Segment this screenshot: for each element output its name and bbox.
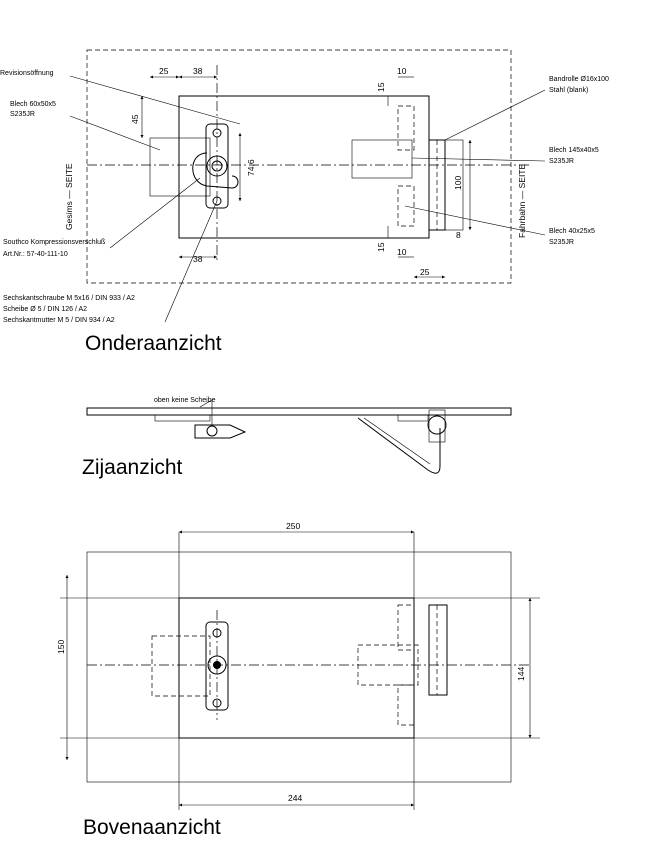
side-view [86,399,512,474]
label-sheet3-b: S235JR [549,239,574,246]
sheet-40x25-upper [397,105,415,151]
side-hinge-body [428,409,446,443]
label-sheet2-a: Blech 145x40x5 [549,147,599,154]
latch-ring [206,155,228,177]
top-sheet-small-upper [397,604,415,651]
label-sheet1-a: Blech 60x50x5 [10,101,56,108]
top-cover-plate [178,597,415,739]
side-view-text: oben keine Scheibe Zijaanzicht [82,397,216,479]
dim-250: 250 [286,521,300,531]
title-top-view: Bovenaanzicht [83,816,221,839]
bottom-view [69,49,546,323]
side-sheet-left [154,414,211,422]
top-view [60,530,540,810]
leader-southco [109,177,201,249]
label-sheet1-b: S235JR [10,111,35,118]
note-oben-keine-scheibe: oben keine Scheibe [154,397,216,404]
label-side-left: Gesims — SEITE [64,163,74,230]
label-side-right: Fahrbahn — SEITE [517,163,527,238]
label-washer: Scheibe Ø 5 / DIN 126 / A2 [3,306,87,313]
leader-revision [69,75,241,125]
top-bolt-lower-icon [212,698,222,708]
hinge-flange [444,139,464,231]
dim-15-bottom: 15 [376,242,386,252]
leader-scheibe [199,399,213,408]
dim-100: 100 [453,176,463,190]
dim-10-bottom: 10 [397,247,407,257]
dim-38-bottom: 38 [193,254,203,264]
leader-sheet3 [404,205,546,236]
dim-45: 45 [130,114,140,124]
bolt-lower-icon [212,196,222,206]
label-nut: Sechskantmutter M 5 / DIN 934 / A2 [3,317,115,324]
top-hinge [428,604,448,696]
dim-8: 8 [456,230,461,240]
bolt-upper-icon [212,128,222,138]
top-latch-center [213,661,221,669]
label-strap-b: Stahl (blank) [549,87,588,94]
top-sheet-left [151,635,211,697]
dim-25-bottom: 25 [420,267,430,277]
side-latch [194,424,247,439]
dim-10-top: 10 [397,66,407,76]
leader-bolt [164,200,218,323]
top-sheet-small-lower [397,684,415,726]
label-sheet3-a: Blech 40x25x5 [549,228,595,235]
side-latch-knob [206,425,218,437]
dim-38-top: 38 [193,66,203,76]
latch-center [211,160,223,172]
label-bolt: Sechskantschraube M 5x16 / DIN 933 / A2 [3,295,135,302]
dim-150: 150 [56,640,66,654]
side-hinge-icon [427,415,447,435]
top-latch-ring [207,655,227,675]
top-sheet-145 [357,644,419,686]
title-bottom-view: Onderaanzicht [85,332,222,355]
title-side-view: Zijaanzicht [82,456,183,479]
bottom-view-text: Revisionsöffnung Blech 60x50x5 S235JR So… [0,66,609,355]
dim-244: 244 [288,793,302,803]
outer-dashed-frame [86,49,512,284]
label-southco-b: Art.Nr.: 57-40-111-10 [3,251,68,258]
sheet-40x25-lower [397,185,415,227]
top-view-text: 250 150 144 244 Bovenaanzicht [56,521,526,839]
label-sheet2-b: S235JR [549,158,574,165]
label-strap-a: Bandrolle Ø16x100 [549,76,609,83]
side-plate [86,407,512,416]
dim-144: 144 [516,667,526,681]
dim-15-top: 15 [376,82,386,92]
leader-sheet2 [411,157,546,162]
sheet-145x40 [351,139,413,179]
label-revision: Revisionsöffnung [0,70,54,77]
leader-sheet1 [69,115,161,151]
grating-surface [86,551,512,783]
label-southco-a: Southco Kompressionsverschluß [3,239,105,246]
dim-25-top: 25 [159,66,169,76]
leader-strap [444,89,546,141]
southco-latch-body [205,123,229,209]
top-bolt-upper-icon [212,628,222,638]
side-support-arm-inner [363,417,431,465]
dim-74-6: 74,6 [246,159,256,176]
sheet-60x50 [149,137,211,197]
side-support-arm [357,417,441,474]
latch-handle [192,152,239,189]
top-latch-body [205,621,229,711]
side-sheet-right [397,414,429,422]
